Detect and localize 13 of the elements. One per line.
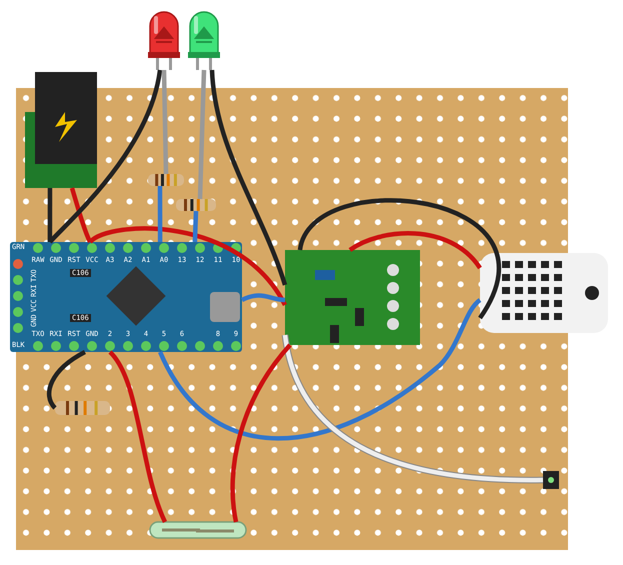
wire [282,334,543,482]
wire [70,187,92,243]
wire [198,70,206,200]
wire [298,198,501,320]
wire [348,231,482,270]
wire [162,70,168,174]
wire [108,350,168,523]
wire [210,70,288,286]
wire [48,188,52,242]
wire [158,186,162,242]
wire [192,210,198,242]
wire [88,226,287,306]
wire [48,70,162,244]
